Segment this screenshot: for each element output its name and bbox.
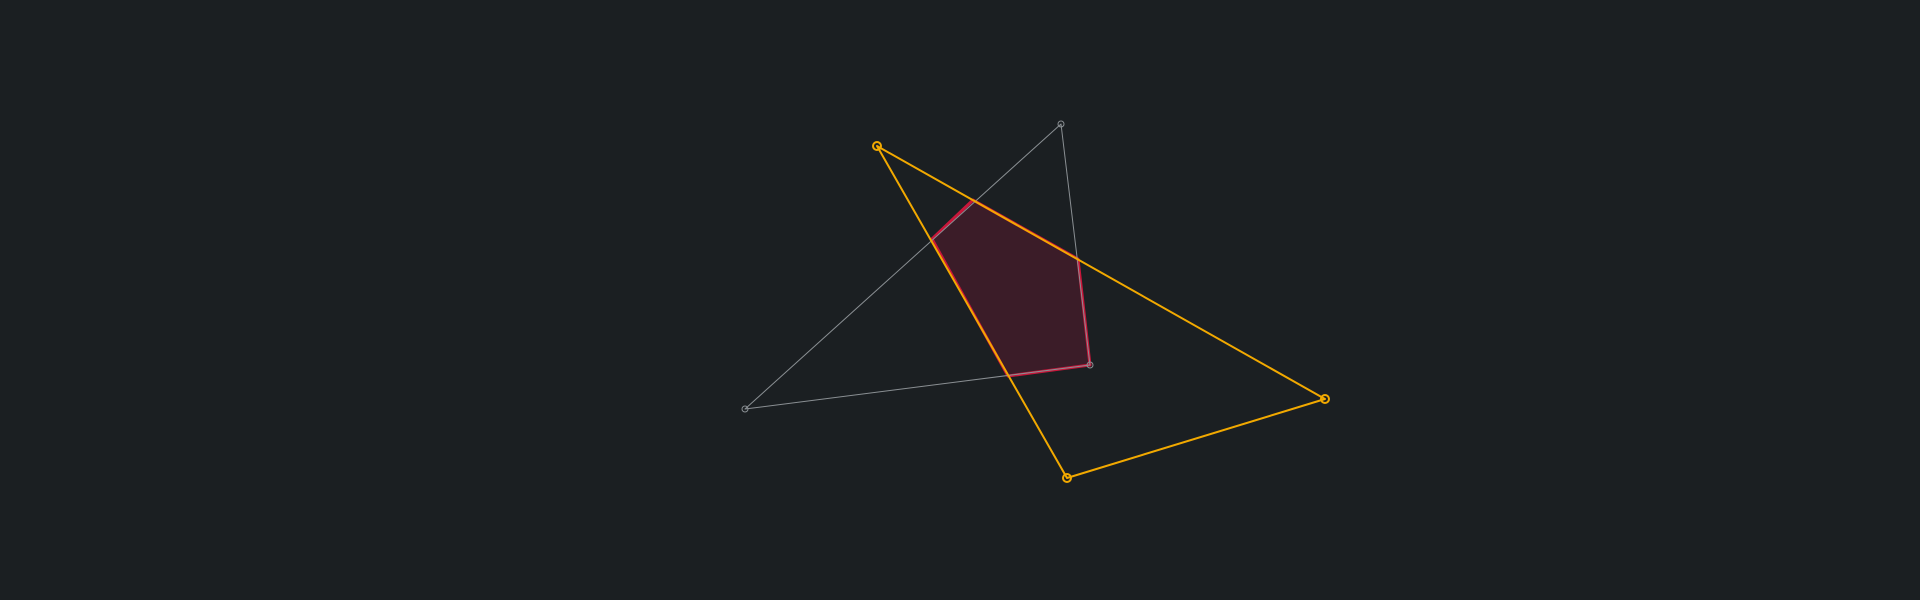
clip-vertex-handle-3[interactable]	[1062, 473, 1072, 483]
clip-triangle	[876, 145, 1326, 479]
subject-vertex-handle-1[interactable]	[1057, 120, 1065, 128]
clip-vertex-group	[872, 141, 1330, 483]
subject-triangle	[744, 123, 1091, 410]
subject-vertex-handle-2[interactable]	[1086, 361, 1094, 369]
clip-vertex-handle-1[interactable]	[872, 141, 882, 151]
clip-vertex-handle-2[interactable]	[1320, 394, 1330, 404]
subject-vertex-handle-3[interactable]	[741, 405, 749, 413]
intersection-polygon	[930, 198, 1092, 378]
subject-vertex-group	[741, 120, 1094, 413]
